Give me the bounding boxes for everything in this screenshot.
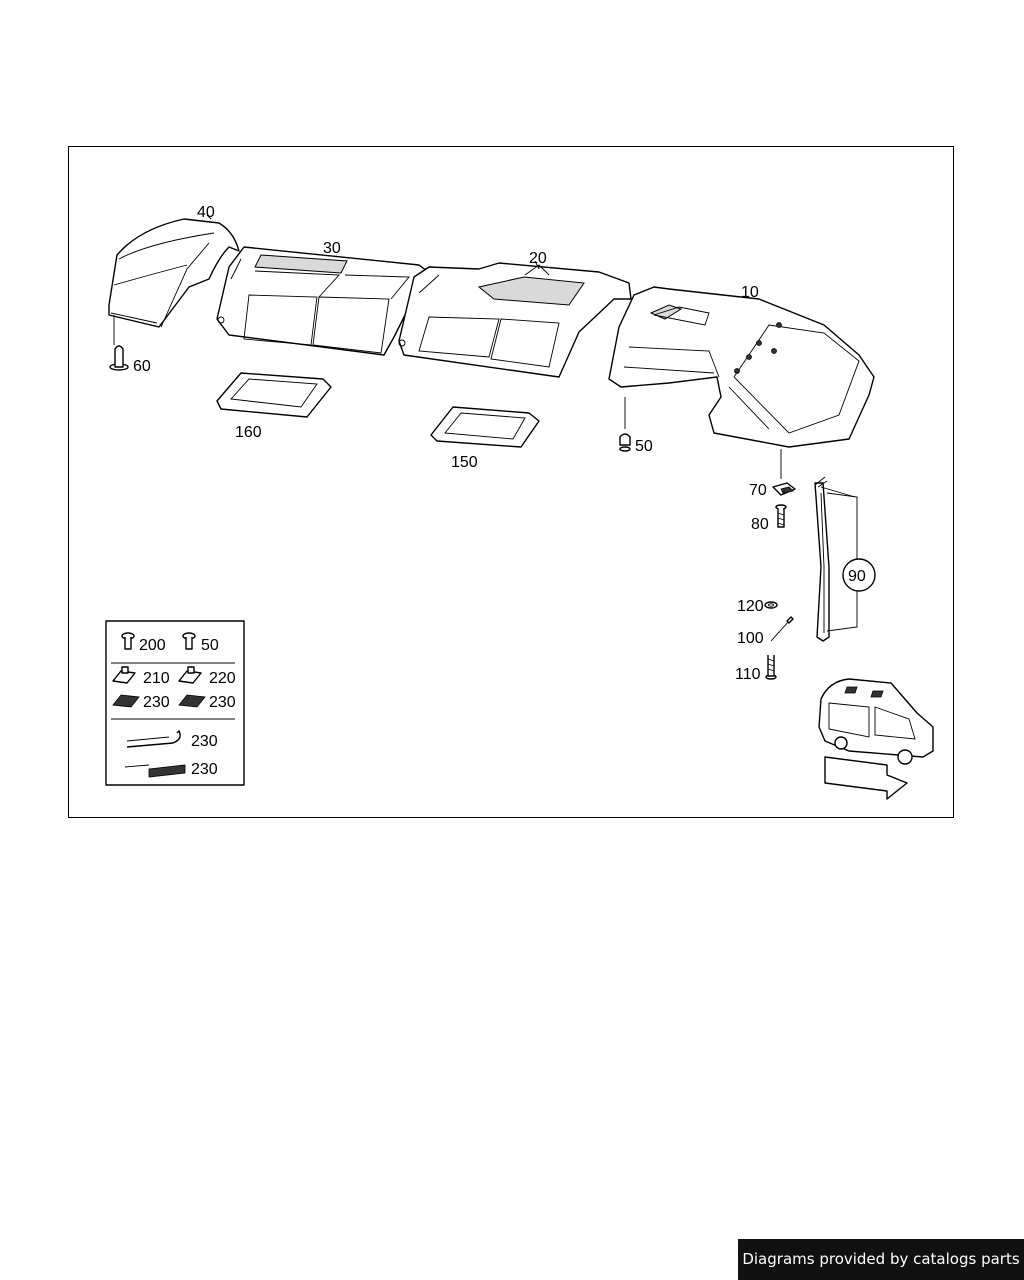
part-110-screw[interactable]	[765, 655, 777, 680]
part-30-rear-panel[interactable]	[216, 246, 428, 356]
part-60-rivet[interactable]	[109, 315, 129, 371]
fastener-legend: 200 50 210 220 230 230 230	[105, 620, 245, 786]
label-part-30: 30	[323, 240, 341, 257]
part-150-skylight-frame[interactable]	[430, 406, 540, 448]
label-part-150: 150	[451, 454, 478, 471]
legend-adhesive-pad-icon	[178, 694, 206, 708]
legend-label-210: 210	[143, 670, 170, 687]
label-part-50: 50	[635, 438, 653, 455]
label-part-80: 80	[751, 516, 769, 533]
legend-label-50: 50	[201, 637, 219, 654]
part-160-skylight-frame[interactable]	[216, 372, 332, 418]
part-100-pin[interactable]	[770, 616, 794, 642]
legend-adhesive-pad-icon	[112, 694, 140, 708]
van-orientation-icon	[818, 678, 934, 800]
label-part-110: 110	[735, 666, 761, 683]
legend-nut-plate-icon	[112, 666, 136, 684]
label-part-60: 60	[133, 358, 151, 375]
diagram-frame: 40 30 20 10 60 160 150 50 70 80 90 120 1…	[68, 146, 954, 818]
leader-lines	[206, 214, 540, 270]
part-20-middle-panel[interactable]	[398, 262, 632, 378]
diagram-credit-footer: Diagrams provided by catalogs parts	[738, 1239, 1024, 1280]
legend-rivet-icon	[182, 632, 196, 650]
label-part-120: 120	[737, 598, 764, 615]
legend-label-220: 220	[209, 670, 236, 687]
part-80-screw[interactable]	[775, 504, 787, 528]
part-10-front-panel[interactable]	[608, 286, 875, 448]
label-part-40: 40	[197, 204, 215, 221]
legend-label-230-b: 230	[209, 694, 236, 711]
label-part-20: 20	[529, 250, 547, 267]
legend-label-230-d: 230	[191, 761, 218, 778]
label-part-10: 10	[741, 284, 759, 301]
legend-clip-icon	[121, 632, 135, 650]
label-part-70: 70	[749, 482, 767, 499]
part-40-rear-cap[interactable]	[108, 218, 240, 328]
legend-adhesive-strip-icon	[124, 764, 186, 778]
legend-label-230-a: 230	[143, 694, 170, 711]
label-part-100: 100	[737, 630, 764, 647]
roof-lining-exploded-diagram: 40 30 20 10 60 160 150 50 70 80 90 120 1…	[105, 204, 934, 800]
legend-adhesive-tape-icon	[126, 730, 181, 748]
part-50-clip[interactable]	[619, 397, 631, 452]
legend-label-200: 200	[139, 637, 166, 654]
label-part-90: 90	[848, 568, 866, 585]
legend-label-230-c: 230	[191, 733, 218, 750]
label-part-160: 160	[235, 424, 262, 441]
legend-nut-plate-icon	[178, 666, 202, 684]
part-90-grab-rail[interactable]	[814, 476, 876, 642]
part-70-bracket[interactable]	[772, 449, 796, 496]
part-120-washer[interactable]	[764, 601, 778, 609]
